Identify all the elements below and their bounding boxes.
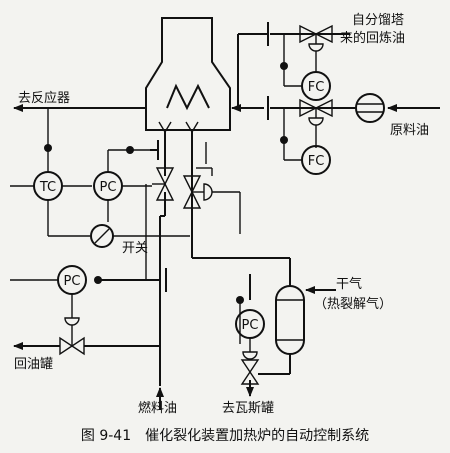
fuel-oil-control-valve — [155, 167, 175, 186]
separator-drum: 干气 （热裂解气） — [246, 276, 392, 397]
fc-feed-label: FC — [308, 154, 325, 169]
feed-oil-label: 原料油 — [390, 123, 429, 138]
switch-label: 开关 — [122, 241, 148, 256]
pc-top-label: PC — [100, 180, 117, 195]
return-oil-loop: PC 回油罐 — [10, 265, 160, 372]
pressure-top-loop: PC — [93, 140, 159, 222]
reactor-outlet-line: 去反应器 — [13, 90, 146, 112]
fuel-gas-line — [182, 142, 291, 286]
temperature-loop: TC — [10, 108, 92, 237]
reflux-source-label-1: 自分馏塔 — [352, 13, 404, 28]
feed-heat-exchanger — [355, 93, 385, 123]
pc-gas-label: PC — [242, 318, 259, 333]
fc-feed-controller — [301, 145, 331, 175]
fc-reflux-label: FC — [308, 80, 325, 95]
fuel-oil-label: 燃料油 — [138, 400, 177, 416]
cracked-gas-label: （热裂解气） — [314, 296, 392, 312]
gas-outlet-valve — [240, 359, 260, 374]
reflux-control-valve — [299, 24, 318, 44]
reflux-source-label-2: 来的回炼油 — [340, 30, 405, 46]
gas-pressure-loop: PC 去瓦斯罐 — [222, 274, 274, 416]
switch-element: 开关 — [90, 224, 190, 256]
fuel-oil-line: 燃料油 — [100, 167, 177, 416]
heating-furnace — [145, 17, 231, 131]
figure-caption: 图 9-41 催化裂化装置加热炉的自动控制系统 — [81, 428, 369, 444]
return-tank-label: 回油罐 — [14, 357, 53, 372]
tc-label: TC — [39, 180, 56, 195]
dry-gas-label: 干气 — [336, 276, 362, 292]
gas-tank-label: 去瓦斯罐 — [222, 401, 274, 416]
pc-left-label: PC — [64, 274, 81, 289]
feed-control-valve — [299, 98, 318, 118]
return-oil-valve — [70, 336, 85, 356]
to-reactor-label: 去反应器 — [18, 90, 70, 106]
fuel-gas-control-valve — [182, 175, 202, 194]
reflux-oil-line: FC 自分馏塔 来的回炼油 — [237, 13, 405, 108]
feed-oil-line: FC 原料油 — [231, 93, 440, 175]
fc-reflux-controller — [301, 71, 331, 101]
